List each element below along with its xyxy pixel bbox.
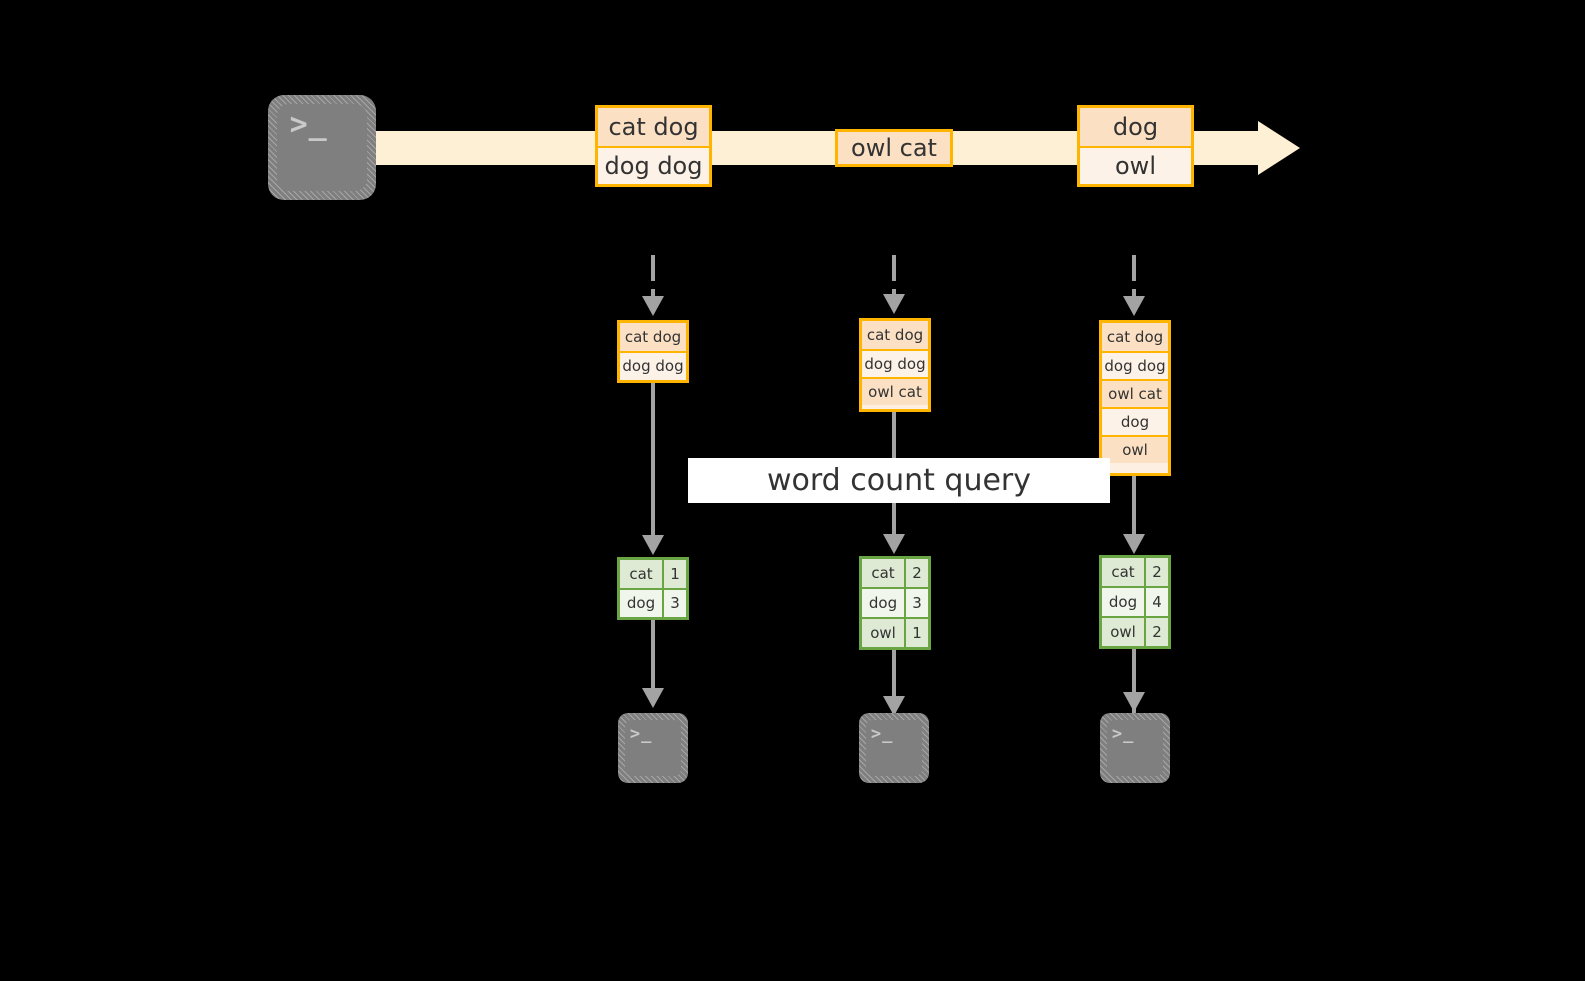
state-to-result-arrowhead-1	[642, 535, 664, 555]
result-to-sink-arrowhead-2	[883, 696, 905, 716]
result-count-cell: 4	[1144, 588, 1168, 616]
sink-terminal-icon-1[interactable]: >_	[618, 713, 688, 783]
stream-event-box-2[interactable]: owl cat	[835, 129, 953, 167]
state-snapshot-line: dog	[1102, 407, 1168, 435]
stream-event-line: owl	[1080, 146, 1191, 184]
source-terminal-icon[interactable]: >_	[268, 95, 376, 200]
result-count-cell: 2	[904, 559, 928, 587]
result-word-cell: owl	[1102, 618, 1144, 646]
stream-event-box-3[interactable]: dog owl	[1077, 105, 1194, 187]
stream-to-state-arrowhead-3	[1123, 296, 1145, 316]
result-count-cell: 1	[904, 619, 928, 647]
state-snapshot-box-1[interactable]: cat dog dog dog	[617, 320, 689, 383]
stream-event-line: owl cat	[838, 132, 950, 164]
state-to-result-arrowhead-2	[883, 534, 905, 554]
result-word-cell: dog	[1102, 588, 1144, 616]
terminal-prompt-glyph: >_	[629, 723, 653, 744]
state-to-result-connector-3	[1132, 476, 1136, 542]
table-row: dog 4	[1102, 586, 1168, 616]
result-count-cell: 2	[1144, 558, 1168, 586]
stream-to-state-connector-2	[892, 255, 896, 301]
terminal-screen	[625, 720, 681, 776]
terminal-prompt-glyph: >_	[870, 723, 894, 744]
result-word-cell: owl	[862, 619, 904, 647]
terminal-screen	[277, 104, 367, 191]
result-to-sink-connector-2	[892, 650, 896, 714]
result-word-cell: cat	[1102, 558, 1144, 586]
result-count-cell: 3	[662, 589, 686, 617]
result-table-1[interactable]: cat 1 dog 3	[617, 557, 689, 620]
table-row: dog 3	[862, 587, 928, 617]
table-row: cat 1	[620, 560, 686, 588]
state-snapshot-line: dog dog	[620, 351, 686, 379]
table-row: cat 2	[862, 559, 928, 587]
state-to-result-arrowhead-3	[1123, 534, 1145, 554]
result-count-cell: 1	[662, 560, 686, 588]
state-snapshot-line: cat dog	[1102, 323, 1168, 351]
stream-to-state-connector-1	[651, 255, 655, 303]
query-label: word count query	[688, 458, 1110, 503]
result-count-cell: 3	[904, 589, 928, 617]
stream-event-line: dog dog	[598, 146, 709, 184]
table-row: owl 1	[862, 617, 928, 647]
state-snapshot-line: owl cat	[862, 377, 928, 405]
sink-terminal-icon-3[interactable]: >_	[1100, 713, 1170, 783]
sink-terminal-icon-2[interactable]: >_	[859, 713, 929, 783]
result-to-sink-arrowhead-1	[642, 688, 664, 708]
result-count-cell: 2	[1144, 618, 1168, 646]
stream-to-state-arrowhead-2	[883, 294, 905, 314]
stream-event-box-1[interactable]: cat dog dog dog	[595, 105, 712, 187]
result-word-cell: dog	[862, 589, 904, 617]
result-to-sink-arrowhead-3	[1123, 692, 1145, 712]
stream-event-line: dog	[1080, 108, 1191, 146]
result-word-cell: cat	[620, 560, 662, 588]
stream-to-state-connector-3	[1132, 255, 1136, 303]
state-snapshot-line: owl	[1102, 435, 1168, 463]
state-snapshot-line: dog dog	[862, 349, 928, 377]
stream-event-line: cat dog	[598, 108, 709, 146]
result-word-cell: dog	[620, 589, 662, 617]
state-snapshot-line: cat dog	[862, 321, 928, 349]
terminal-prompt-glyph: >_	[1111, 723, 1135, 744]
terminal-screen	[866, 720, 922, 776]
terminal-screen	[1107, 720, 1163, 776]
query-label-text: word count query	[766, 463, 1032, 498]
event-stream-arrowhead	[1258, 121, 1300, 175]
table-row: cat 2	[1102, 558, 1168, 586]
state-snapshot-line: cat dog	[620, 323, 686, 351]
terminal-prompt-glyph: >_	[289, 106, 328, 142]
state-snapshot-line: dog dog	[1102, 351, 1168, 379]
result-to-sink-connector-3	[1132, 649, 1136, 719]
table-row: dog 3	[620, 587, 686, 617]
table-row: owl 2	[1102, 616, 1168, 646]
state-to-result-connector-1	[651, 383, 655, 543]
state-snapshot-box-2[interactable]: cat dog dog dog owl cat	[859, 318, 931, 412]
result-table-3[interactable]: cat 2 dog 4 owl 2	[1099, 555, 1171, 649]
result-word-cell: cat	[862, 559, 904, 587]
result-to-sink-connector-1	[651, 620, 655, 692]
state-snapshot-box-3[interactable]: cat dog dog dog owl cat dog owl	[1099, 320, 1171, 476]
stream-to-state-arrowhead-1	[642, 296, 664, 316]
result-table-2[interactable]: cat 2 dog 3 owl 1	[859, 556, 931, 650]
state-snapshot-line: owl cat	[1102, 379, 1168, 407]
